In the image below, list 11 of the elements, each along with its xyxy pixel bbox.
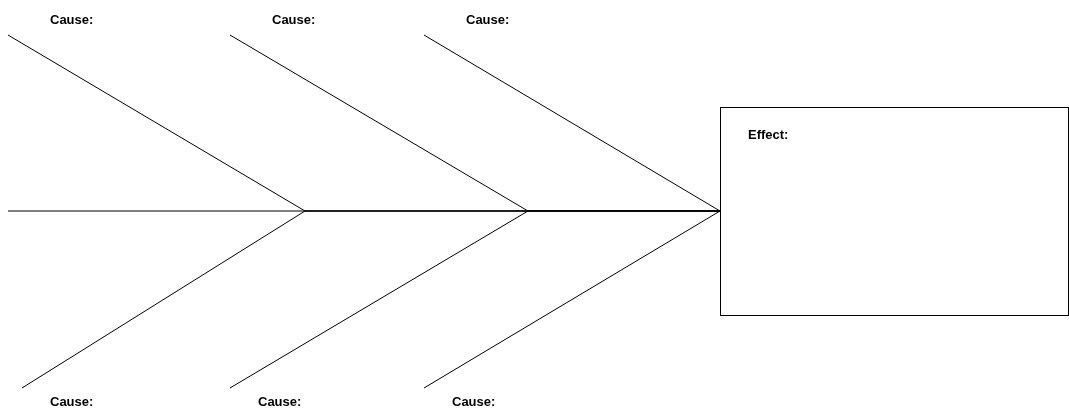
cause-label: Cause: xyxy=(424,388,496,410)
bone-line xyxy=(423,210,721,389)
cause-label: Cause: xyxy=(230,12,316,35)
bone-line xyxy=(423,34,721,212)
cause-label: Cause: xyxy=(424,12,510,35)
cause-label: Cause: xyxy=(22,388,94,410)
effect-label: Effect: xyxy=(748,127,790,143)
bone-line xyxy=(229,210,721,389)
effect-box xyxy=(720,107,1069,316)
cause-label: Cause: xyxy=(8,12,94,35)
cause-label: Cause: xyxy=(230,388,302,410)
